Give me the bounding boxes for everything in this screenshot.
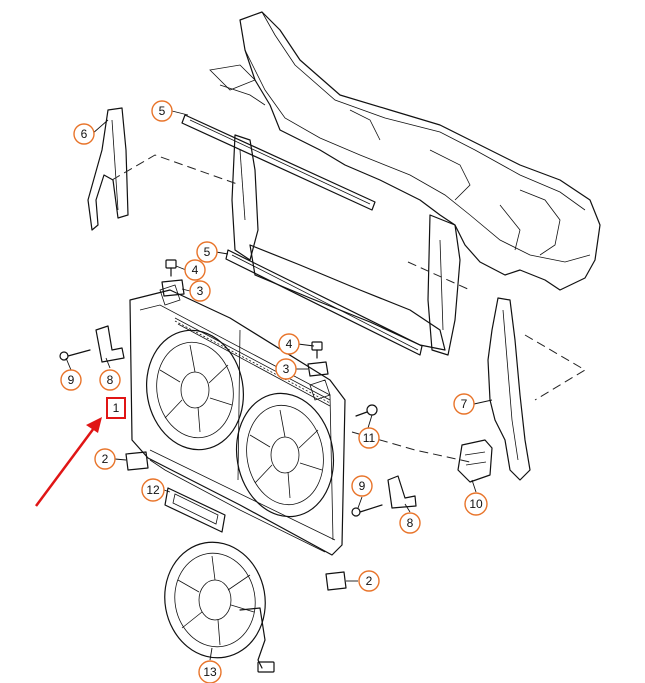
svg-text:3: 3 [197, 284, 204, 298]
callout-5b: 5 [196, 241, 218, 263]
svg-text:11: 11 [363, 431, 376, 445]
callout-8b: 8 [399, 512, 421, 534]
callout-12: 12 [141, 478, 165, 502]
svg-text:6: 6 [81, 127, 88, 141]
svg-text:7: 7 [461, 397, 468, 411]
rubber-mount-2b [325, 571, 347, 591]
callout-9a: 9 [60, 369, 82, 391]
callout-13: 13 [198, 660, 222, 683]
rubber-mount-3b [307, 361, 329, 377]
callout-1: 1 [106, 397, 126, 419]
plate-12 [164, 487, 226, 533]
bracket-10 [457, 439, 493, 483]
seal-strip-lower [225, 249, 423, 356]
radiator-support-frame [209, 11, 601, 356]
callout-3a: 3 [189, 280, 211, 302]
screw-9b [351, 504, 383, 517]
air-guide-left [87, 107, 129, 231]
callout-5a: 5 [151, 100, 173, 122]
callout-7: 7 [453, 393, 475, 415]
svg-text:4: 4 [192, 263, 199, 277]
svg-text:2: 2 [102, 452, 109, 466]
bolt-4a [165, 259, 177, 277]
callout-4a: 4 [184, 259, 206, 281]
callout-3b: 3 [275, 358, 297, 380]
callout-6: 6 [73, 123, 95, 145]
svg-text:5: 5 [204, 245, 211, 259]
svg-text:8: 8 [107, 373, 114, 387]
svg-text:1: 1 [113, 401, 120, 415]
svg-text:5: 5 [159, 104, 166, 118]
rubber-mount-3a [161, 279, 185, 297]
callout-2b: 2 [358, 570, 380, 592]
svg-text:3: 3 [283, 362, 290, 376]
svg-text:4: 4 [286, 337, 293, 351]
radiator-fan-module [129, 284, 346, 556]
bracket-8b [387, 475, 417, 509]
callout-4b: 4 [278, 333, 300, 355]
air-guide-right [487, 297, 531, 481]
svg-text:9: 9 [68, 373, 75, 387]
seal-strip-upper [181, 114, 376, 211]
svg-text:2: 2 [366, 574, 373, 588]
screw-9a [59, 349, 91, 361]
screw-11 [355, 404, 378, 417]
callout-8a: 8 [99, 369, 121, 391]
fan-motor-13 [164, 541, 275, 673]
leader-lines [65, 110, 493, 661]
rubber-mount-2a [125, 451, 149, 471]
bracket-8a [95, 325, 125, 363]
callout-9b: 9 [351, 475, 373, 497]
dashed-lines [111, 154, 586, 463]
svg-text:12: 12 [146, 483, 160, 497]
bolt-4b [311, 341, 323, 359]
svg-text:9: 9 [359, 479, 366, 493]
callout-11: 11 [358, 427, 380, 449]
callout-2a: 2 [94, 448, 116, 470]
svg-text:8: 8 [407, 516, 414, 530]
red-arrow [34, 417, 102, 507]
callout-10: 10 [464, 492, 488, 516]
svg-text:13: 13 [203, 665, 217, 679]
svg-text:10: 10 [469, 497, 483, 511]
